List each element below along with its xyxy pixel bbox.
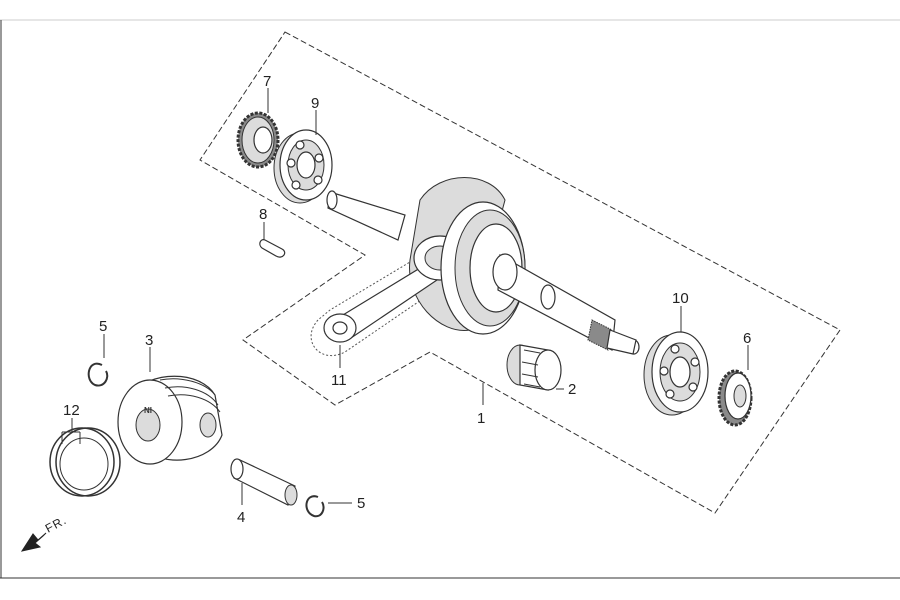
timing-sprocket bbox=[717, 369, 753, 427]
needle-bearing bbox=[506, 344, 562, 391]
callout-3: 3 bbox=[145, 332, 153, 349]
piston: NI bbox=[117, 375, 223, 465]
woodruff-key bbox=[259, 239, 286, 258]
piston-pin-clip-upper bbox=[87, 362, 109, 387]
callout-12: 12 bbox=[63, 402, 80, 419]
callout-11: 11 bbox=[331, 372, 347, 389]
callout-10: 10 bbox=[672, 290, 689, 307]
crankshaft-assembly-boundary bbox=[199, 31, 841, 514]
callout-9: 9 bbox=[311, 95, 319, 112]
crankshaft bbox=[323, 177, 640, 355]
piston-pin bbox=[230, 458, 298, 506]
callout-5-lower: 5 bbox=[357, 495, 365, 512]
drive-gear bbox=[236, 111, 280, 169]
piston-pin-clip-lower bbox=[305, 495, 325, 518]
front-direction-label: FR. bbox=[43, 513, 69, 536]
callout-6: 6 bbox=[743, 330, 751, 347]
piston-ring-set bbox=[49, 427, 121, 497]
leader-lines bbox=[61, 88, 749, 505]
callout-8: 8 bbox=[259, 206, 267, 223]
callout-1: 1 bbox=[477, 410, 485, 427]
right-main-bearing bbox=[643, 331, 709, 416]
callout-5-upper: 5 bbox=[99, 318, 107, 335]
left-main-bearing bbox=[273, 129, 333, 204]
callout-2: 2 bbox=[568, 381, 576, 398]
front-direction-indicator: FR. bbox=[20, 513, 69, 552]
piston-mark: NI bbox=[144, 406, 152, 415]
callout-4: 4 bbox=[237, 509, 245, 526]
callout-7: 7 bbox=[263, 73, 271, 90]
front-arrow-icon bbox=[20, 532, 47, 552]
